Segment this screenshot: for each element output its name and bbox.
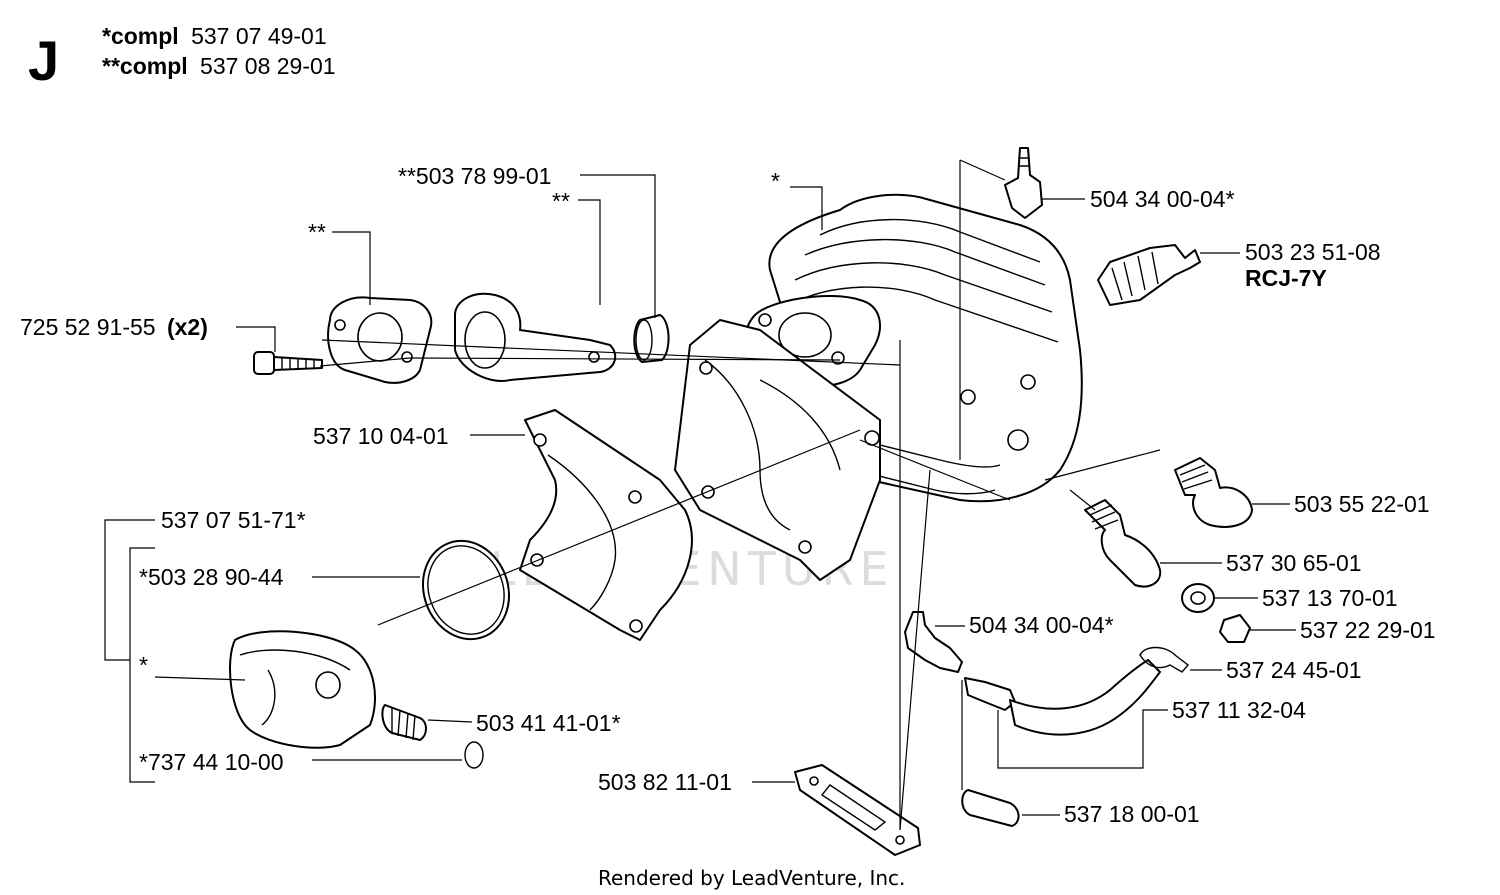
filter-drawing: [961, 789, 1020, 827]
header-line-2: **compl 537 08 29-01: [102, 53, 336, 79]
piston-drawing: [229, 630, 376, 749]
valve-drawing: [1084, 499, 1162, 588]
label-decomp-plug: 503 55 22-01: [1294, 491, 1430, 517]
base-gasket-drawing: [519, 409, 693, 641]
screw-drawing: [253, 351, 323, 375]
label-muffler-gasket: 503 82 11-01: [598, 769, 732, 795]
needle-bearing-drawing: [381, 704, 427, 741]
label-piston-pin: *737 44 10-00: [139, 749, 284, 775]
hose-drawing: [1009, 659, 1161, 736]
label-s-piston: *: [139, 652, 148, 678]
label-needle-bearing: 503 41 41-01*: [476, 710, 621, 736]
screw2-drawing: [1219, 614, 1251, 643]
label-nipple-low: 504 34 00-04*: [969, 612, 1114, 638]
label-washer: 537 13 70-01: [1262, 585, 1398, 611]
label-screw2: 537 22 29-01: [1300, 617, 1436, 643]
label-ss-manifold: **: [552, 188, 570, 214]
label-spark-plug-type: RCJ-7Y: [1245, 265, 1327, 291]
muffler-gasket-drawing: [794, 764, 921, 856]
footer-text: Rendered by LeadVenture, Inc.: [598, 866, 905, 890]
header-line-2-prefix: **compl: [102, 53, 188, 79]
label-valve: 537 30 65-01: [1226, 550, 1362, 576]
label-screw-code: 725 52 91-55: [20, 314, 156, 340]
label-base-gasket: 537 10 04-01: [313, 423, 449, 449]
label-screw-qty: (x2): [167, 314, 208, 340]
label-hose: 537 11 32-04: [1172, 697, 1306, 723]
label-filter: 537 18 00-01: [1064, 801, 1200, 827]
label-nipple-top: 504 34 00-04*: [1090, 186, 1235, 212]
assembly-lines: [319, 159, 1161, 831]
circlip-drawing: [464, 741, 484, 769]
nipple-top-drawing: [1004, 147, 1043, 219]
header-line-1: *compl 537 07 49-01: [102, 23, 327, 49]
label-503789901: **503 78 99-01: [398, 163, 551, 189]
header-line-1-prefix: *compl: [102, 23, 179, 49]
fitting-drawing: [964, 677, 1016, 711]
decomp-plug-drawing: [1174, 457, 1253, 528]
label-clamp: 537 24 45-01: [1226, 657, 1362, 683]
label-piston-ring: *503 28 90-44: [139, 564, 284, 590]
leader-lines: [104, 174, 1296, 816]
nipple-low-drawing: [904, 611, 963, 673]
washer-hole-drawing: [1190, 591, 1206, 605]
intake-gasket-drawing: [327, 296, 433, 384]
intake-manifold-drawing: [454, 292, 617, 382]
section-letter: J: [28, 29, 59, 92]
clamp-drawing: [1139, 646, 1190, 673]
spark-plug-drawing: [1097, 244, 1201, 306]
label-piston-kit: 537 07 51-71*: [161, 507, 306, 533]
header-line-1-code: 537 07 49-01: [191, 23, 327, 49]
label-spark-plug: 503 23 51-08: [1245, 239, 1381, 265]
header-line-2-code: 537 08 29-01: [200, 53, 336, 79]
label-s-cylinder: *: [771, 168, 780, 194]
label-ss-gasket: **: [308, 219, 326, 245]
cylinder-drawing: [674, 193, 1083, 581]
label-screw: 725 52 91-55 (x2): [20, 314, 208, 340]
sleeve-drawing: [633, 314, 670, 363]
